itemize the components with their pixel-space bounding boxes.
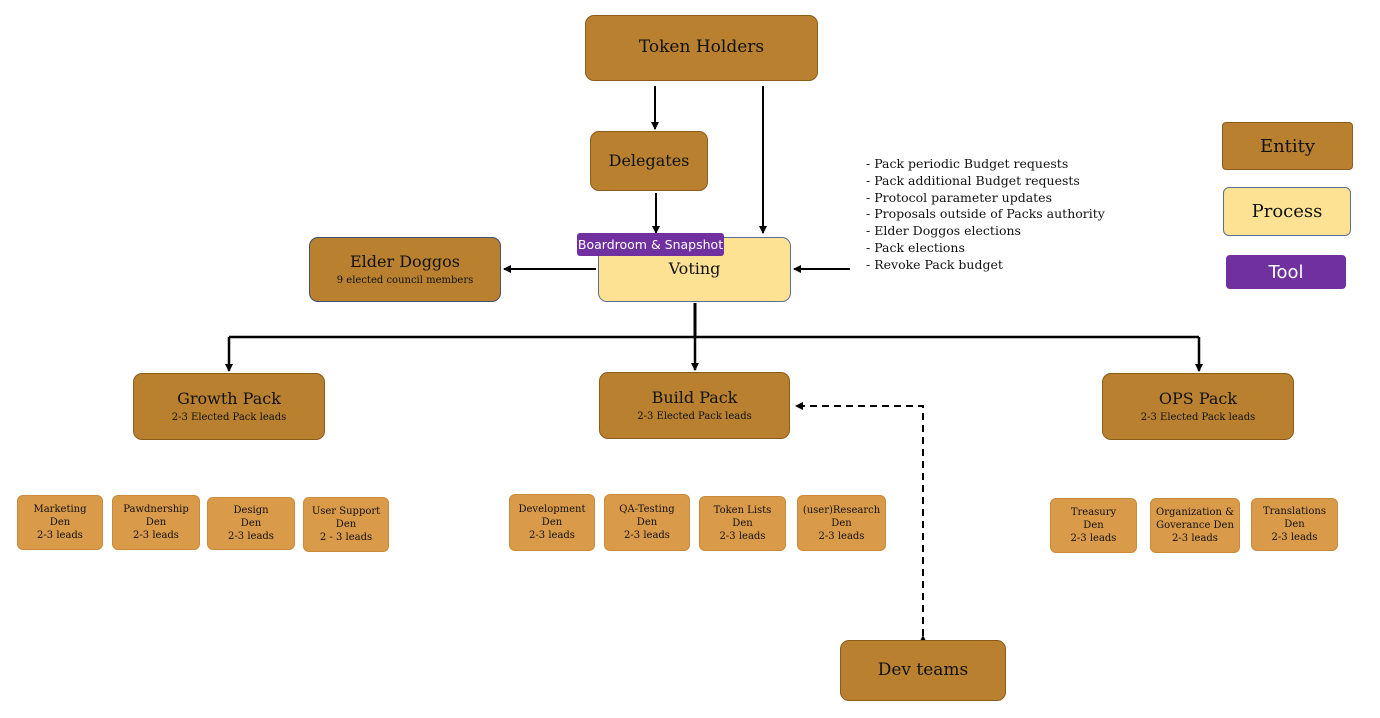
den-leads: 2-3 leads bbox=[1271, 532, 1318, 543]
growth-pack-node: Growth Pack 2-3 Elected Pack leads bbox=[133, 373, 325, 440]
den-translations: Translations Den 2-3 leads bbox=[1251, 498, 1338, 551]
den-name: (user)Research bbox=[802, 504, 881, 516]
den-leads: 2-3 leads bbox=[1172, 533, 1218, 544]
den-leads: 2-3 leads bbox=[624, 530, 670, 541]
den-name: Treasury bbox=[1070, 507, 1117, 518]
den-name: Translations bbox=[1263, 506, 1326, 517]
proposal-types-list: - Pack periodic Budget requests - Pack a… bbox=[866, 156, 1105, 274]
den-pawdnership: Pawdnership Den 2-3 leads bbox=[112, 495, 200, 550]
den-name: QA-Testing bbox=[619, 504, 675, 515]
den-type: Den bbox=[240, 518, 262, 529]
den-name: User Support bbox=[311, 506, 381, 517]
den-leads: 2-3 leads bbox=[37, 530, 83, 541]
den-design: Design Den 2-3 leads bbox=[207, 497, 295, 550]
den-development: Development Den 2-3 leads bbox=[509, 494, 595, 551]
dev-teams-node: Dev teams bbox=[840, 640, 1006, 701]
delegates-node: Delegates bbox=[590, 131, 708, 191]
den-type: Den bbox=[335, 519, 357, 530]
growth-pack-title: Growth Pack bbox=[177, 389, 281, 409]
build-pack-subtitle: 2-3 Elected Pack leads bbox=[637, 410, 752, 422]
den-leads: 2 - 3 leads bbox=[319, 532, 373, 543]
boardroom-snapshot-tool-badge: Boardroom & Snapshot bbox=[577, 233, 724, 256]
den-type: Den bbox=[1284, 519, 1305, 530]
elder-doggos-subtitle: 9 elected council members bbox=[336, 274, 474, 286]
den-leads: 2-3 leads bbox=[228, 531, 274, 542]
den-leads: 2-3 leads bbox=[1070, 533, 1117, 544]
proposal-item: - Elder Doggos elections bbox=[866, 223, 1021, 239]
token-holders-label: Token Holders bbox=[638, 37, 765, 58]
den-leads: 2-3 leads bbox=[133, 530, 179, 541]
den-leads: 2-3 leads bbox=[719, 531, 766, 542]
den-token-lists: Token Lists Den 2-3 leads bbox=[699, 496, 786, 551]
ops-pack-subtitle: 2-3 Elected Pack leads bbox=[1140, 411, 1256, 423]
proposal-item: - Pack periodic Budget requests bbox=[866, 156, 1069, 171]
den-type: Den bbox=[1083, 520, 1104, 531]
elder-doggos-node: Elder Doggos 9 elected council members bbox=[309, 237, 501, 302]
token-holders-node: Token Holders bbox=[585, 15, 818, 81]
den-leads: 2-3 leads bbox=[818, 530, 865, 542]
proposal-item: - Pack additional Budget requests bbox=[866, 172, 1080, 188]
dashed-link-build-devteams bbox=[795, 402, 927, 643]
den-organization-governance: Organization & Goverance Den 2-3 leads bbox=[1150, 498, 1240, 553]
dev-teams-label: Dev teams bbox=[877, 659, 969, 680]
den-name: Design bbox=[233, 505, 269, 516]
den-type: Den bbox=[145, 517, 167, 528]
den-type: Den bbox=[831, 517, 852, 529]
den-name: Marketing bbox=[33, 504, 87, 515]
tool-badge-label: Boardroom & Snapshot bbox=[577, 237, 724, 252]
den-user-research: (user)Research Den 2-3 leads bbox=[797, 495, 886, 551]
legend-tool: Tool bbox=[1226, 255, 1346, 289]
den-name: Organization & bbox=[1156, 507, 1234, 518]
proposal-item: - Revoke Pack budget bbox=[866, 256, 1003, 272]
proposal-item: - Pack elections bbox=[866, 239, 965, 255]
den-qa-testing: QA-Testing Den 2-3 leads bbox=[604, 494, 690, 551]
legend-tool-label: Tool bbox=[1268, 261, 1304, 283]
den-name: Token Lists bbox=[713, 505, 772, 516]
delegates-label: Delegates bbox=[608, 150, 690, 170]
proposal-item: - Proposals outside of Packs authority bbox=[866, 206, 1105, 222]
legend-process: Process bbox=[1223, 187, 1351, 236]
legend-process-label: Process bbox=[1251, 201, 1323, 222]
den-type: Den bbox=[732, 518, 753, 529]
proposal-item: - Protocol parameter updates bbox=[866, 189, 1052, 205]
den-type: Den bbox=[636, 517, 658, 528]
den-type: Goverance Den bbox=[1156, 520, 1234, 531]
ops-pack-title: OPS Pack bbox=[1158, 389, 1238, 409]
den-name: Development bbox=[518, 504, 586, 515]
den-user-support: User Support Den 2 - 3 leads bbox=[303, 497, 389, 552]
ops-pack-node: OPS Pack 2-3 Elected Pack leads bbox=[1102, 373, 1294, 440]
den-leads: 2-3 leads bbox=[529, 530, 575, 541]
voting-label: Voting bbox=[668, 259, 721, 279]
growth-pack-subtitle: 2-3 Elected Pack leads bbox=[171, 411, 287, 423]
den-marketing: Marketing Den 2-3 leads bbox=[17, 495, 103, 550]
den-name: Pawdnership bbox=[123, 504, 189, 515]
legend-entity: Entity bbox=[1222, 122, 1353, 170]
den-treasury: Treasury Den 2-3 leads bbox=[1050, 498, 1137, 553]
den-type: Den bbox=[541, 517, 563, 528]
elder-doggos-title: Elder Doggos bbox=[349, 252, 461, 272]
build-pack-node: Build Pack 2-3 Elected Pack leads bbox=[599, 372, 790, 439]
den-type: Den bbox=[49, 517, 71, 528]
legend-entity-label: Entity bbox=[1259, 135, 1316, 157]
build-pack-title: Build Pack bbox=[651, 388, 738, 408]
